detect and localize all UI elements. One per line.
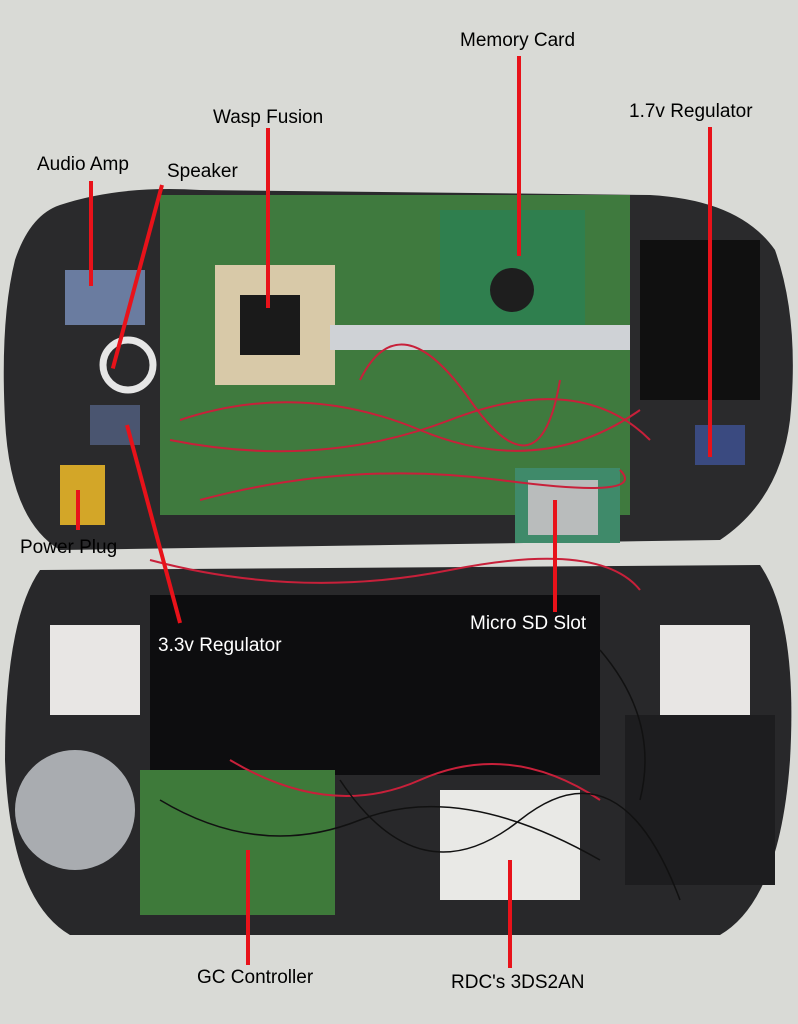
leader-regulator-17 [708, 127, 712, 457]
label-rdc: RDC's 3DS2AN [451, 972, 585, 993]
wasp-fusion-chip [240, 295, 300, 355]
dpad-left [50, 625, 140, 715]
analog-stick [625, 715, 775, 885]
leader-power-plug [76, 490, 80, 530]
power-plug [60, 465, 105, 525]
buttons-right [660, 625, 750, 715]
leader-wasp-fusion [266, 128, 270, 308]
label-micro-sd: Micro SD Slot [470, 613, 587, 634]
gc-controller-board [140, 770, 335, 915]
black-wires [159, 649, 681, 901]
leader-micro-sd [553, 500, 557, 612]
label-power-plug: Power Plug [20, 537, 118, 558]
label-audio-amp: Audio Amp [37, 154, 129, 175]
battery-cover [150, 595, 600, 775]
leader-audio-amp [89, 181, 93, 286]
ribbon-cable [330, 325, 630, 350]
label-memory-card: Memory Card [460, 30, 576, 51]
label-regulator-17: 1.7v Regulator [629, 101, 753, 122]
screen-mask [640, 240, 760, 400]
rumble-motor [15, 750, 135, 870]
micro-sd-metal [528, 480, 598, 535]
leader-gc-controller [246, 850, 250, 965]
label-speaker: Speaker [167, 161, 238, 182]
memory-card-hole [490, 268, 534, 312]
speaker-ring [99, 336, 157, 394]
leader-memory-card [517, 56, 521, 256]
label-regulator-33: 3.3v Regulator [158, 635, 282, 656]
wire-bundle [149, 343, 651, 801]
label-wasp-fusion: Wasp Fusion [213, 107, 324, 128]
leader-rdc [508, 860, 512, 968]
label-gc-controller: GC Controller [197, 967, 314, 988]
regulator-17-board [695, 425, 745, 465]
